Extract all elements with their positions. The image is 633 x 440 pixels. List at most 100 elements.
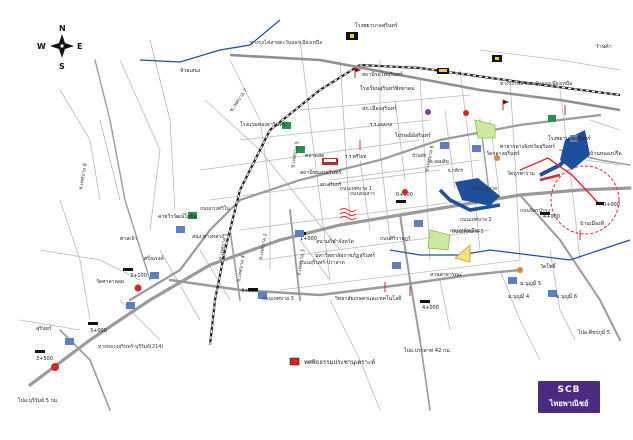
compass: N S E W [37, 24, 82, 71]
km-markers: 3+100 3+000 3+500 4+000 4+000 0+000 4+00… [35, 192, 620, 362]
label-mid3: ค่ายวีรวัฒน์โยธิน [158, 213, 197, 220]
school-icon [176, 226, 185, 233]
school-icon [570, 135, 578, 142]
temple-icon [517, 267, 523, 273]
label-post: ไปรษณีย์สุรินทร์ [394, 131, 431, 139]
compass-west: W [37, 42, 46, 51]
school-icon [282, 122, 291, 129]
label-road-tesaban5: ถนนเทศบาล 5 [452, 229, 484, 235]
km-marker: 0+000 [396, 192, 413, 203]
label-market: ตลาดสด [305, 153, 324, 159]
label-bottom-left: ศรีณรงค์ [144, 255, 164, 262]
bus-icon [324, 159, 336, 162]
km-marker: 3+100 [123, 268, 147, 279]
temple-icon [134, 284, 142, 292]
label-soi8: ซ.เทศบาล 8 [78, 163, 89, 191]
label-police-station: โรงพยาบาลสุรินทร์ [355, 22, 398, 29]
compass-east: E [77, 42, 82, 51]
label-right-edge: ร้านค้า [596, 43, 612, 50]
svg-text:0+000: 0+000 [396, 192, 413, 198]
water-bodies [455, 130, 590, 206]
train-icon [439, 69, 447, 72]
label-lake: สวนสาธารณะ [430, 272, 462, 278]
label-railway2: ทางรถไฟสายตะวันออกเฉียงเหนือ [500, 80, 572, 87]
poi-icons [51, 32, 578, 371]
label-soi2: ซ.เทศบาล 2 [258, 233, 269, 261]
label-small5: ธ.ออมสิน [430, 159, 450, 165]
building-icon [495, 57, 499, 60]
label-mid1: ศาลเจ้า [120, 235, 137, 242]
label-stadium: สนามกีฬาจังหวัด [316, 238, 354, 245]
label-temple1: วัดกลางสุรินทร์ [486, 150, 520, 157]
label-small6: ธ.กสิกร [448, 168, 464, 174]
label-village3: ม.บุญมี 4 [508, 293, 530, 300]
school-icon [508, 277, 517, 284]
label-road-tesaban3: ถนนเทศบาล 3 [262, 296, 294, 302]
label-road-krungsrinai: ถนนกรุงศรีใน [200, 205, 230, 212]
label-railway: ทางรถไฟสายตะวันออกเฉียงเหนือ [250, 39, 322, 46]
label-small1: ร.ร.อนุบาล [370, 122, 392, 128]
label-soi1: ซ.เทศบาล 1 [218, 233, 229, 261]
svg-text:0+000: 0+000 [603, 202, 620, 208]
building-icon [350, 34, 354, 38]
label-road-lak-mueang: ถนนหลักเมือง [450, 227, 480, 234]
svg-text:1+000: 1+000 [300, 236, 317, 242]
label-village2: ม.บุญมี 6 [556, 293, 577, 300]
map-legend: ทศพิธธรรมประชานุเคราะห์ [289, 357, 375, 366]
svg-text:4+000: 4+000 [241, 288, 258, 294]
label-bottom-left2: วัดศาลาลอย [96, 278, 124, 285]
scb-logo-thai: ไทยพาณิชย์ [549, 399, 589, 408]
label-soi5: ซ.เทศบาล 5 [290, 141, 301, 169]
label-station: สถานีรถไฟสุรินทร์ [362, 70, 403, 78]
major-roads [28, 59, 632, 411]
label-small2: ร.ร.ศรีไผท [345, 153, 366, 160]
school-icon [548, 115, 556, 122]
school-icon [392, 262, 401, 269]
label-school: โรงเรียนสุรินทร์พิทยาคม [360, 85, 415, 92]
label-hotel: โรงแรมทองธารินทร์ [240, 121, 286, 128]
temple-icon [402, 189, 408, 195]
label-soi7: ซ.เทศบาล 7 [229, 88, 249, 114]
label-small3: สภ.สุรินทร์ [320, 181, 342, 188]
school-icon [296, 146, 305, 153]
school-icon [472, 145, 481, 152]
legend-swatch [289, 357, 300, 366]
temple-icon [51, 363, 59, 371]
label-to-village: บ้านเมืองที [580, 220, 605, 227]
label-to-prasat: ไปอ.ปราสาท 42 กม. [403, 346, 452, 354]
scb-logo-text: SCB [557, 385, 581, 395]
label-right-temple: วัดโพธิ์ [540, 262, 557, 270]
label-river-left: ห้วยเสนง [180, 67, 201, 74]
km-marker: 4+000 [420, 300, 439, 311]
svg-text:3+000: 3+000 [90, 328, 107, 334]
label-police: สภ.เมืองสุรินทร์ [362, 105, 397, 112]
svg-text:4+000: 4+000 [543, 214, 560, 220]
label-small4: บ้านพัก [412, 152, 427, 159]
label-right-village: บ้านหนองปรือ [590, 150, 622, 157]
label-to-sikhoraphum: ไปอ.ศีขรภูมิ 5 [577, 328, 610, 336]
school-icon [258, 292, 267, 299]
landmark-waves [339, 208, 357, 220]
compass-north: N [59, 24, 66, 33]
label-to-buriram: ไปอ.บุรีรัมย์ 5 กม. [17, 396, 59, 404]
label-road-sirirat: ถนนศิริราษฎร์ [380, 235, 411, 242]
km-marker: 3+500 [35, 350, 53, 362]
label-bus: สถานีขนส่งสุรินทร์ [300, 169, 341, 176]
label-university: มหาวิทยาลัยราชภัฏสุรินทร์ [315, 252, 375, 259]
label-surin: สุรินทร์ [36, 325, 52, 332]
school-icon [440, 142, 449, 149]
label-road-chitbumrung: ถนนจิตรบำรุง [520, 207, 550, 214]
label-road-tesaban2: ถนนเทศบาล 2 [460, 217, 492, 223]
temple-icon [494, 155, 500, 161]
label-mid2: สนง.ทางหลวง [192, 234, 224, 240]
school-icon [126, 302, 135, 309]
svg-text:3+100: 3+100 [130, 273, 147, 279]
label-road-thanasan: ถนนธนสาร [350, 191, 375, 197]
school-icon [548, 290, 557, 297]
compass-south: S [59, 62, 65, 71]
highlight-route [519, 157, 620, 235]
label-soi3: ซ.เทศบาล 3 [296, 249, 307, 277]
railway [208, 63, 621, 346]
svg-text:3+500: 3+500 [36, 356, 53, 362]
label-hospital: โรงพยาบาลสุรินทร์ [548, 135, 591, 142]
